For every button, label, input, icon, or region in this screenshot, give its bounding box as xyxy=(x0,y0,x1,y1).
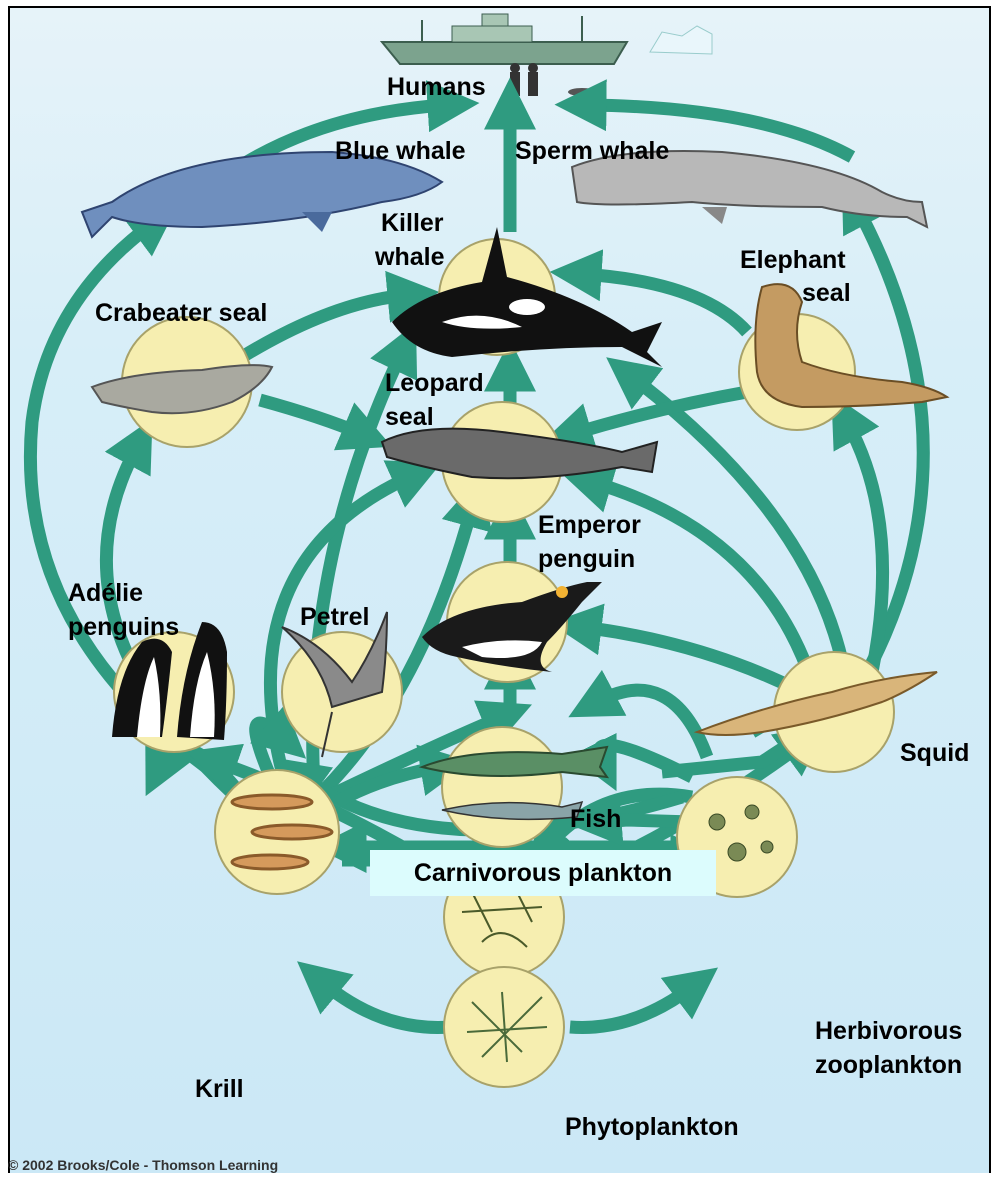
leopard-seal-icon xyxy=(382,429,657,479)
label-adelie-2: penguins xyxy=(68,612,179,642)
elephant-seal-icon xyxy=(755,284,947,407)
label-krill: Krill xyxy=(195,1074,244,1104)
label-squid: Squid xyxy=(900,738,969,768)
label-elephant-seal-2: seal xyxy=(802,278,851,308)
fish-node xyxy=(442,727,562,847)
label-blue-whale: Blue whale xyxy=(335,136,466,166)
label-phytoplankton: Phytoplankton xyxy=(565,1112,739,1142)
copyright-notice: © 2002 Brooks/Cole - Thomson Learning xyxy=(8,1157,278,1173)
label-crabeater-seal: Crabeater seal xyxy=(95,298,267,328)
label-emperor-penguin-2: penguin xyxy=(538,544,635,574)
label-herbivorous-1: Herbivorous xyxy=(815,1016,962,1046)
ship-illustration xyxy=(382,14,712,64)
label-fish: Fish xyxy=(570,804,621,834)
label-humans: Humans xyxy=(387,72,486,102)
food-web-diagram: Humans Blue whale Sperm whale Killer wha… xyxy=(8,6,991,1173)
label-elephant-seal-1: Elephant xyxy=(740,245,846,275)
label-emperor-penguin-1: Emperor xyxy=(538,510,641,540)
label-carnivorous-plankton: Carnivorous plankton xyxy=(370,850,716,896)
label-leopard-seal-2: seal xyxy=(385,402,434,432)
label-sperm-whale: Sperm whale xyxy=(515,136,669,166)
label-leopard-seal-1: Leopard xyxy=(385,368,484,398)
label-killer-whale-2: whale xyxy=(375,242,444,272)
label-killer-whale-1: Killer xyxy=(381,208,444,238)
label-herbivorous-2: zooplankton xyxy=(815,1050,962,1080)
food-web-graphic xyxy=(10,8,989,1173)
label-adelie-1: Adélie xyxy=(68,578,143,608)
label-petrel: Petrel xyxy=(300,602,369,632)
humans-icon xyxy=(510,63,596,96)
